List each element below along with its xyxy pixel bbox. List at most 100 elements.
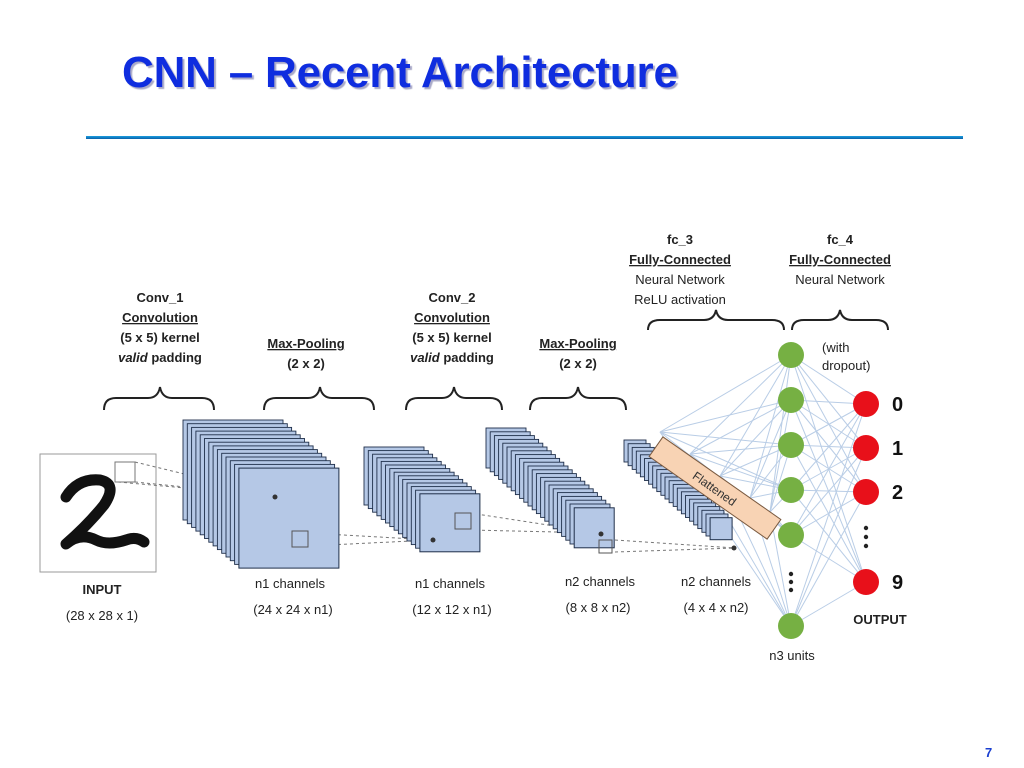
connection-line [790,447,867,627]
conv2-name: Conv_2 [429,290,476,305]
fc3-desc2: ReLU activation [634,292,726,307]
output-digit-label: 9 [892,572,903,594]
connection-line [769,354,792,513]
layer-braces [103,309,889,411]
conv2-padding-rest: padding [440,350,494,365]
conv2-type: Convolution [414,310,490,325]
fc4-label: fc_4 Fully-Connected Neural Network [789,232,891,287]
front-feature-map [419,493,481,553]
hidden-ellipsis [788,571,794,593]
volume-captions: n1 channels (24 x 24 x n1) n1 channels (… [253,574,751,617]
connection-line [790,491,867,627]
brace-pool1 [263,386,375,411]
volume2-channels: n1 channels [415,576,486,591]
fc3-desc1: Neural Network [635,272,725,287]
fc4-type: Fully-Connected [789,252,891,267]
volume3-channels: n2 channels [565,574,636,589]
connection-line [790,403,867,627]
front-feature-map [238,467,340,569]
connection-line [769,511,792,627]
brace-pool2 [529,386,627,411]
input-image [39,453,157,573]
dropout-note-line2: dropout) [822,358,870,373]
conv2-kernel: (5 x 5) kernel [412,330,492,345]
connection-line [689,354,792,455]
connection-line [689,399,792,455]
front-feature-map [573,507,615,549]
output-ellipsis [863,525,869,549]
connection-line [749,399,792,499]
volume2-dims: (12 x 12 x n1) [412,602,492,617]
conv1-padding-em: valid [118,350,149,365]
output-node [853,569,879,595]
pool2-label: Max-Pooling (2 x 2) [539,336,616,371]
brace-fc4 [791,309,889,331]
volume3-dims: (8 x 8 x n2) [565,600,630,615]
input-dims: (28 x 28 x 1) [66,608,138,623]
connection-line [749,354,792,499]
connection-line [659,431,792,491]
conv1-padding: valid padding [118,350,202,365]
connection-line [790,581,867,627]
volume1-dims: (24 x 24 x n1) [253,602,333,617]
connection-line [790,403,867,491]
brace-fc3 [647,309,785,331]
fc4-name: fc_4 [827,232,854,247]
conv1-feature-maps [182,419,340,569]
pool1-feature-maps [363,446,481,553]
front-feature-map [709,517,733,541]
output-digit-label: 2 [892,482,903,504]
conv2-padding-em: valid [410,350,441,365]
brace-conv2 [405,386,503,411]
pool2-name: Max-Pooling [539,336,616,351]
conv2-label: Conv_2 Convolution (5 x 5) kernel valid … [410,290,494,365]
hidden-units-label: n3 units [769,648,815,663]
hidden-node [778,432,804,458]
conv2-padding: valid padding [410,350,494,365]
fc3-label: fc_3 Fully-Connected Neural Network ReLU… [629,232,731,307]
volume1-channels: n1 channels [255,576,326,591]
connection-line [790,447,867,536]
hidden-node [778,613,804,639]
slide-title: CNN – Recent Architecture [122,48,678,97]
connection-line [659,431,792,446]
hidden-node [778,342,804,368]
hidden-node [778,522,804,548]
volume4-dims: (4 x 4 x n2) [683,600,748,615]
fc3-name: fc_3 [667,232,693,247]
feature-map-stacks [182,419,733,569]
volume4-channels: n2 channels [681,574,752,589]
conv1-name: Conv_1 [137,290,184,305]
pool1-name: Max-Pooling [267,336,344,351]
hidden-layer-nodes [778,342,804,639]
output-node [853,479,879,505]
dropout-note-line1: (with [822,340,849,355]
pool1-label: Max-Pooling (2 x 2) [267,336,344,371]
fc3-type: Fully-Connected [629,252,731,267]
handwritten-digit [60,474,150,550]
output-digit-label: 0 [892,394,903,416]
receptive-field-box [114,461,136,483]
connection-line [790,403,867,446]
conv1-kernel: (5 x 5) kernel [120,330,200,345]
conv1-type: Convolution [122,310,198,325]
flattened-bar: Flattened [648,436,782,540]
dropout-note: (with dropout) [822,340,870,373]
connection-line [790,403,867,536]
input-label: INPUT [83,582,122,597]
fc4-desc1: Neural Network [795,272,885,287]
front-face-markers [272,494,737,554]
conv1-label: Conv_1 Convolution (5 x 5) kernel valid … [118,290,202,365]
conv2-feature-maps [485,427,615,549]
output-node [853,435,879,461]
hidden-node [778,387,804,413]
connection-line [769,399,792,513]
page-number: 7 [985,745,993,760]
connection-line [790,354,867,405]
brace-conv1 [103,386,215,411]
output-node [853,391,879,417]
pool2-size: (2 x 2) [559,356,597,371]
connection-line [689,444,792,455]
